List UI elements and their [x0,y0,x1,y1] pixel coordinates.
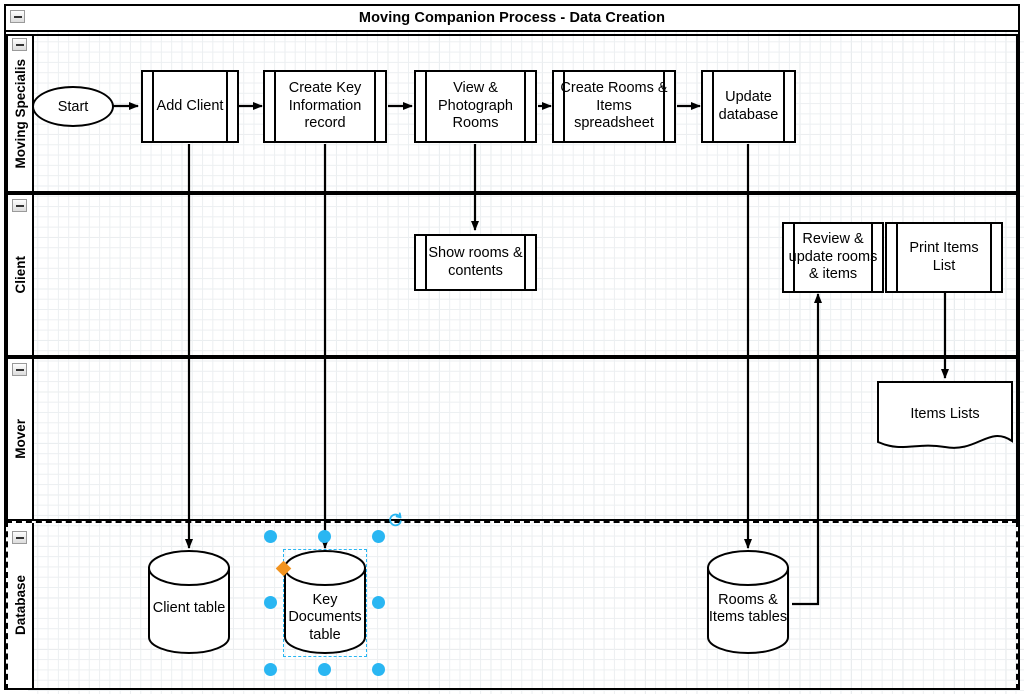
lane-collapse-minus-icon-mover[interactable] [12,363,27,376]
process-add-client-label: Add Client [156,97,224,114]
selection-bounding-box [283,549,367,657]
lane-label-mover: Mover [12,419,28,459]
process-print-items-list[interactable]: Print Items List [885,222,1003,293]
lane-moving-specialist[interactable]: Moving Specialis [6,34,1018,193]
process-review-update-rooms-items[interactable]: Review & update rooms & items [782,222,884,293]
predefined-bar-left [712,70,714,143]
predefined-bar-left [425,70,427,143]
process-review-update-rooms-items-label: Review & update rooms & items [788,230,878,283]
document-items-lists-label: Items Lists [910,406,980,422]
predefined-bar-right [524,70,526,143]
lane-header-client[interactable]: Client [8,195,34,355]
process-show-rooms-contents[interactable]: Show rooms & contents [414,234,537,291]
resize-handle-bottom-center[interactable] [318,663,331,676]
resize-handle-middle-right[interactable] [372,596,385,609]
rotate-icon[interactable] [387,512,403,528]
lane-label-client: Client [12,256,28,294]
lane-mover[interactable]: Mover [6,357,1018,521]
resize-handle-bottom-right[interactable] [372,663,385,676]
datastore-client-table-label: Client table [152,600,226,616]
start-node[interactable]: Start [32,86,114,127]
predefined-bar-right [524,234,526,291]
predefined-bar-left [563,70,565,143]
datastore-rooms-items-tables-label: Rooms & Items tables [708,592,788,626]
process-update-database-label: Update database [718,88,779,123]
predefined-bar-left [896,222,898,293]
lane-client[interactable]: Client [6,193,1018,357]
predefined-bar-right [663,70,665,143]
page-title: Moving Companion Process - Data Creation [358,10,666,26]
process-view-photograph-rooms-label: View & Photograph Rooms [438,79,513,132]
datastore-key-documents-table[interactable]: Key Documents table [284,550,366,655]
process-create-rooms-items-spreadsheet-label: Create Rooms & Items spreadsheet [560,79,668,132]
predefined-bar-right [990,222,992,293]
process-show-rooms-contents-label: Show rooms & contents [428,244,523,279]
resize-handle-top-left[interactable] [264,530,277,543]
process-print-items-list-label: Print Items List [909,239,979,274]
process-create-rooms-items-spreadsheet[interactable]: Create Rooms & Items spreadsheet [552,70,676,143]
predefined-bar-right [226,70,228,143]
resize-handle-middle-left[interactable] [264,596,277,609]
datastore-client-table[interactable]: Client table [148,550,230,655]
predefined-bar-right [871,222,873,293]
datastore-rooms-items-tables[interactable]: Rooms & Items tables [707,550,789,655]
predefined-bar-left [793,222,795,293]
resize-handle-bottom-left[interactable] [264,663,277,676]
process-add-client[interactable]: Add Client [141,70,239,143]
lane-collapse-minus-icon-client[interactable] [12,199,27,212]
process-update-database[interactable]: Update database [701,70,796,143]
lane-label-moving-specialist: Moving Specialis [12,58,28,169]
start-node-label: Start [57,98,89,115]
predefined-bar-left [274,70,276,143]
lane-database[interactable]: Database [6,521,1018,690]
lane-collapse-minus-icon-moving-specialist[interactable] [12,38,27,51]
lane-header-moving-specialist[interactable]: Moving Specialis [8,36,34,191]
resize-handle-top-right[interactable] [372,530,385,543]
predefined-bar-right [783,70,785,143]
process-create-key-information-record-label: Create Key Information record [288,79,362,132]
pool-collapse-minus-icon[interactable] [10,10,25,23]
document-items-lists[interactable]: Items Lists [877,381,1013,453]
process-create-key-information-record[interactable]: Create Key Information record [263,70,387,143]
predefined-bar-left [425,234,427,291]
resize-handle-top-center[interactable] [318,530,331,543]
predefined-bar-right [374,70,376,143]
predefined-bar-left [152,70,154,143]
process-view-photograph-rooms[interactable]: View & Photograph Rooms [414,70,537,143]
lane-header-mover[interactable]: Mover [8,359,34,519]
pool-header[interactable]: Moving Companion Process - Data Creation [4,4,1020,32]
lane-header-database[interactable]: Database [8,523,34,688]
lane-label-database: Database [12,575,28,636]
lane-collapse-minus-icon-database[interactable] [12,531,27,544]
